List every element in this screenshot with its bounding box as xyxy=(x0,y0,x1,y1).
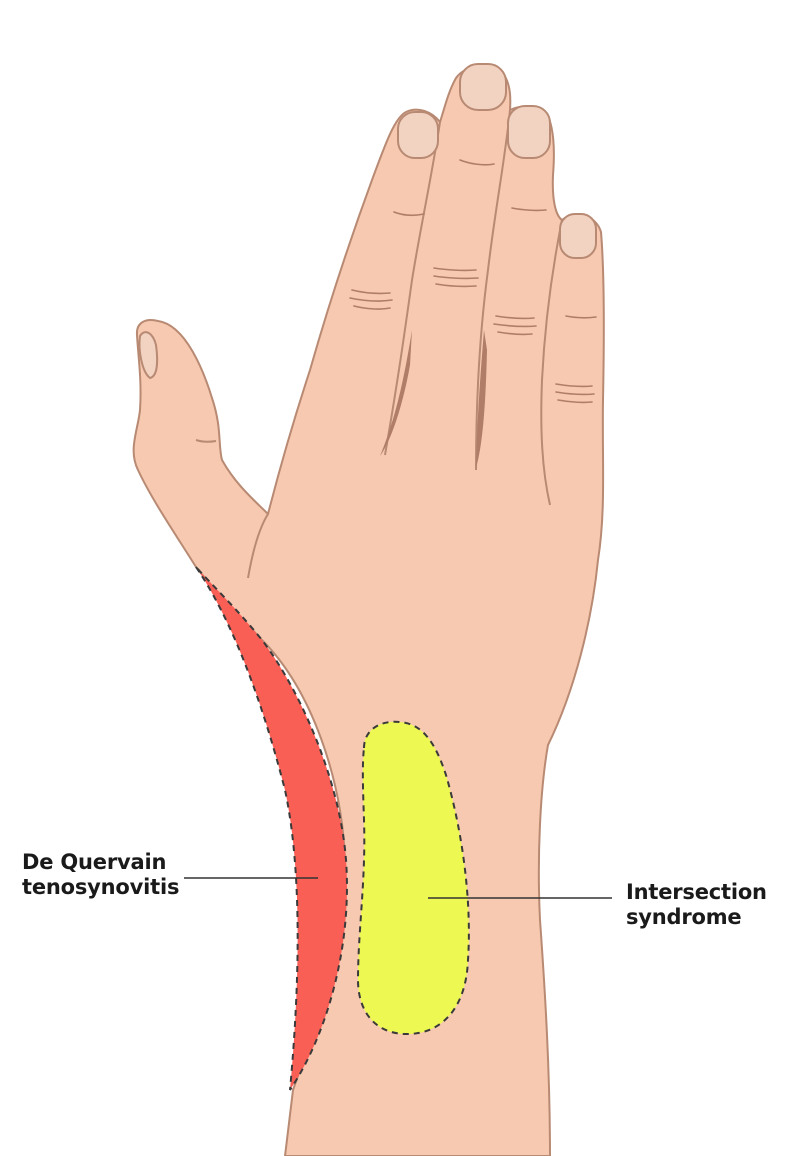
de-quervain-region xyxy=(195,566,348,1091)
intersection-region xyxy=(356,720,470,1036)
ring-nail xyxy=(507,105,551,159)
knuckle-creases xyxy=(349,159,597,404)
finger-edge xyxy=(540,219,563,506)
pinky-nail xyxy=(559,213,597,259)
hand-silhouette xyxy=(132,64,605,1156)
thumb-web xyxy=(247,513,269,579)
thumb-nail xyxy=(138,331,159,380)
middle-nail xyxy=(459,63,507,111)
finger-edge xyxy=(384,121,441,456)
de-quervain-label-line1: De Quervain xyxy=(22,850,167,874)
finger-edge xyxy=(475,109,511,471)
intersection-label: Intersection syndrome xyxy=(626,880,767,930)
de-quervain-label: De Quervain tenosynovitis xyxy=(22,850,179,900)
intersection-label-line2: syndrome xyxy=(626,905,742,929)
intersection-label-line1: Intersection xyxy=(626,880,767,904)
de-quervain-label-line2: tenosynovitis xyxy=(22,875,180,899)
finger-gap-shadow xyxy=(476,330,487,468)
thumb-crease xyxy=(195,439,217,443)
index-nail xyxy=(397,111,439,159)
